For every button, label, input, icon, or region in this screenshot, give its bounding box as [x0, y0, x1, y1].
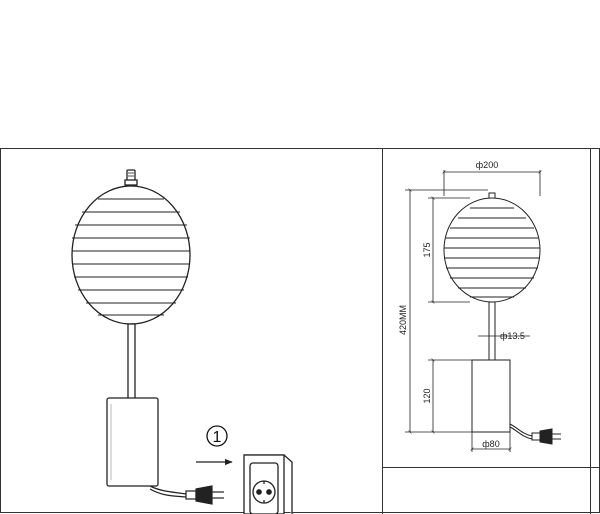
step-number: 1: [213, 429, 222, 446]
right-panel: ф200 420MM 175 ф13.5 120 ф80: [398, 160, 561, 452]
base-diameter-label: ф80: [482, 439, 499, 449]
dim-shade-ribs: [444, 207, 540, 298]
step-marker: 1: [206, 425, 228, 447]
wall-socket-icon: [243, 454, 293, 514]
plug-icon: [185, 485, 224, 505]
base-height-label: 120: [422, 388, 432, 403]
dimension-annotations: [405, 170, 542, 452]
shade-height-label: 175: [422, 242, 432, 257]
left-panel: 1: [71, 169, 293, 514]
shade-diameter-label: ф200: [476, 160, 498, 170]
total-height-label: 420MM: [398, 305, 408, 335]
dim-plug-icon: [531, 428, 561, 445]
table-lamp-drawing: [71, 169, 191, 498]
dimension-lamp-drawing: [443, 192, 541, 440]
dimension-labels: ф200 420MM 175 ф13.5 120 ф80: [398, 160, 525, 449]
shade-ribs: [72, 198, 190, 316]
stem-diameter-label: ф13.5: [500, 331, 525, 341]
